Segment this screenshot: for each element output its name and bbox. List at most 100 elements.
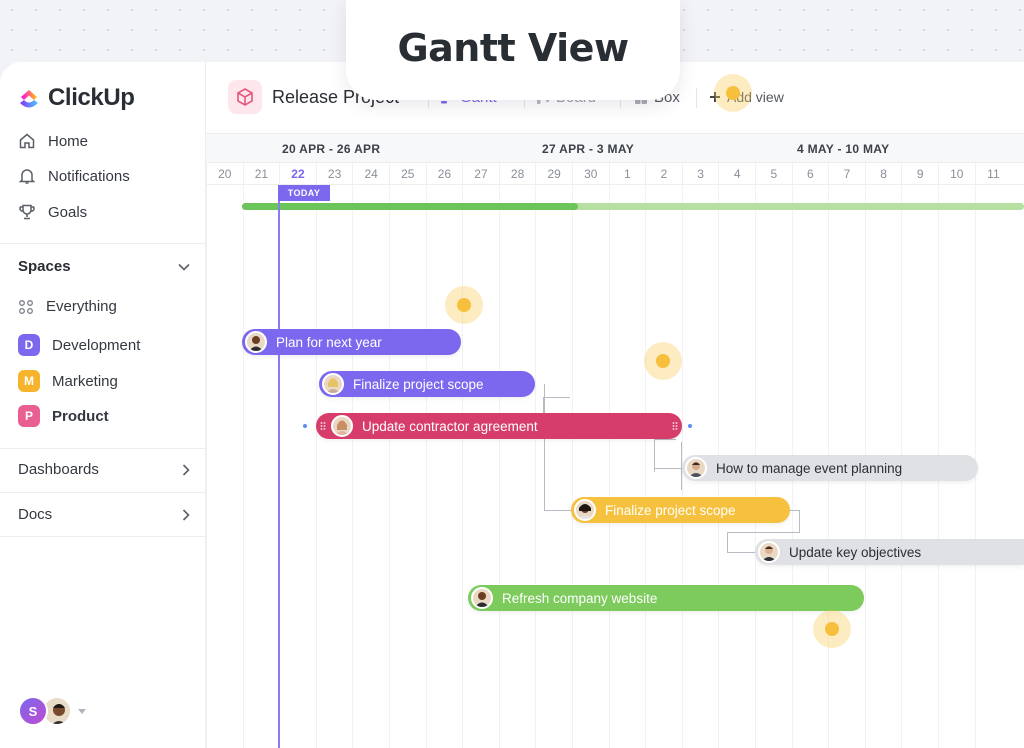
sidebar-divider xyxy=(0,536,206,537)
task-bar[interactable]: Finalize project scope xyxy=(319,371,535,397)
day-label: 23 xyxy=(315,163,353,185)
nav-dashboards[interactable]: Dashboards xyxy=(18,461,190,478)
dependency-handle-end[interactable] xyxy=(686,422,694,430)
sidebar: ClickUp Home Notifications Goals Spaces xyxy=(0,62,206,748)
everything-label: Everything xyxy=(46,298,117,315)
clickup-logo-icon xyxy=(20,90,38,108)
day-label: 24 xyxy=(352,163,389,185)
assignee-avatar xyxy=(245,331,267,353)
day-label: 30 xyxy=(572,163,609,185)
space-badge-marketing: M xyxy=(18,370,40,392)
day-gridline xyxy=(425,185,427,748)
grid-dots-icon xyxy=(19,299,33,314)
dependency-handle-start[interactable] xyxy=(301,422,309,430)
cube-icon xyxy=(228,80,262,114)
day-label: 6 xyxy=(791,163,829,185)
clickup-logo[interactable]: ClickUp xyxy=(18,84,135,112)
gantt-timeline: 20 APR - 26 APR 27 APR - 3 MAY 4 MAY - 1… xyxy=(206,134,1024,748)
task-label: How to manage event planning xyxy=(716,460,903,476)
day-gridline xyxy=(352,185,354,748)
space-label-marketing: Marketing xyxy=(52,372,118,390)
app-window: ClickUp Home Notifications Goals Spaces xyxy=(0,62,1024,748)
nav-notifications[interactable]: Notifications xyxy=(18,167,130,185)
nav-home[interactable]: Home xyxy=(18,132,88,150)
caret-down-icon xyxy=(78,708,86,714)
sidebar-divider xyxy=(0,448,206,449)
day-gridline xyxy=(498,185,500,748)
highlight-dot xyxy=(813,610,851,648)
day-gridline xyxy=(389,185,390,748)
task-label: Update key objectives xyxy=(789,544,922,560)
week-label: 20 APR - 26 APR xyxy=(282,142,381,156)
day-gridline xyxy=(535,185,537,748)
drag-handle-icon[interactable] xyxy=(669,413,681,439)
user-avatar: S xyxy=(18,696,48,726)
user-menu[interactable]: S xyxy=(18,696,86,726)
day-label: 20 xyxy=(206,163,243,185)
day-label: 25 xyxy=(389,163,426,185)
nav-docs[interactable]: Docs xyxy=(18,506,190,523)
task-label: Refresh company website xyxy=(502,590,658,606)
assignee-avatar xyxy=(471,587,493,609)
task-label: Update contractor agreement xyxy=(362,418,538,434)
day-label: 27 xyxy=(462,163,499,185)
chevron-right-icon xyxy=(182,463,190,476)
day-label: 2 xyxy=(645,163,682,185)
dependency-connector xyxy=(681,442,682,490)
day-label: 5 xyxy=(755,163,792,185)
nav-goals[interactable]: Goals xyxy=(18,203,87,221)
task-label: Plan for next year xyxy=(276,334,382,350)
space-badge-development: D xyxy=(18,334,40,356)
day-label: 8 xyxy=(864,163,902,185)
trophy-icon xyxy=(19,204,35,220)
task-bar[interactable]: Plan for next year xyxy=(242,329,461,355)
day-label: 3 xyxy=(681,163,719,185)
dashboards-label: Dashboards xyxy=(18,461,99,478)
space-marketing[interactable]: M Marketing xyxy=(18,370,118,392)
assignee-avatar xyxy=(758,541,780,563)
chevron-down-icon[interactable] xyxy=(178,263,190,271)
day-label: 21 xyxy=(242,163,280,185)
dependency-connector xyxy=(654,439,676,472)
day-gridline xyxy=(572,185,573,748)
dependency-connector xyxy=(654,468,684,469)
highlight-dot xyxy=(445,286,483,324)
day-label: 9 xyxy=(901,163,938,185)
day-gridline xyxy=(242,185,244,748)
drag-handle-icon[interactable] xyxy=(317,413,329,439)
assignee-avatar xyxy=(322,373,344,395)
task-bar-selected[interactable]: Update contractor agreement xyxy=(316,413,682,439)
add-view-button[interactable]: Add view xyxy=(709,89,784,105)
day-label: 4 xyxy=(718,163,755,185)
add-view-label: Add view xyxy=(727,89,784,105)
dependency-connector xyxy=(790,510,800,532)
task-bar[interactable]: How to manage event planning xyxy=(682,455,978,481)
assignee-avatar xyxy=(685,457,707,479)
sidebar-divider xyxy=(0,243,206,244)
space-badge-product: P xyxy=(18,405,40,427)
dependency-connector xyxy=(544,397,570,398)
space-everything[interactable]: Everything xyxy=(18,298,117,315)
task-bar[interactable]: Update key objectives xyxy=(755,539,1024,565)
week-label: 27 APR - 3 MAY xyxy=(542,142,635,156)
task-bar[interactable]: Refresh company website xyxy=(468,585,864,611)
space-development[interactable]: D Development xyxy=(18,334,140,356)
day-gridline xyxy=(206,185,207,748)
nav-goals-label: Goals xyxy=(48,203,88,221)
home-icon xyxy=(19,133,35,149)
project-progress-track xyxy=(242,203,1024,210)
teammate-avatar xyxy=(42,696,72,726)
day-gridline xyxy=(315,185,317,748)
spaces-header[interactable]: Spaces xyxy=(18,258,190,275)
assignee-avatar xyxy=(574,499,596,521)
day-label: 7 xyxy=(828,163,865,185)
day-label: 1 xyxy=(608,163,646,185)
task-label: Finalize project scope xyxy=(605,502,736,518)
today-marker-label: TODAY xyxy=(278,185,330,201)
dependency-connector xyxy=(544,384,545,510)
task-bar[interactable]: Finalize project scope xyxy=(571,497,790,523)
day-gridline xyxy=(608,185,610,748)
nav-notifications-label: Notifications xyxy=(48,167,130,185)
brand-name: ClickUp xyxy=(48,84,135,111)
space-product[interactable]: P Product xyxy=(18,405,109,427)
